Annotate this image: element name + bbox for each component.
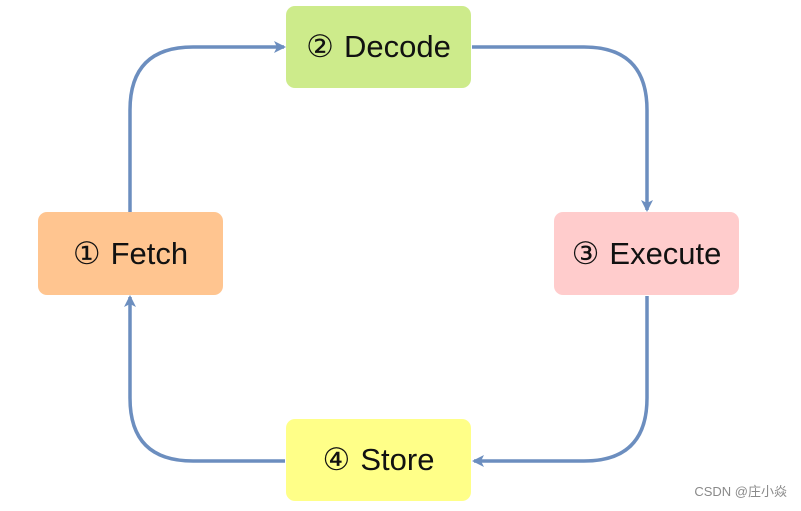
node-label-fetch: Fetch: [110, 235, 189, 271]
node-label-execute: Execute: [609, 235, 722, 271]
arrow-store-to-fetch: [124, 295, 285, 463]
node-execute: ③ Execute: [554, 212, 739, 295]
watermark-text: CSDN @庄小焱: [694, 484, 787, 499]
node-label-store: Store: [360, 442, 435, 477]
node-label-decode: Decode: [343, 29, 451, 64]
node-fetch: ① Fetch: [38, 212, 223, 295]
node-store: ④ Store: [286, 419, 471, 501]
arrow-decode-to-execute: [472, 45, 653, 212]
step-number-execute: ③: [571, 235, 600, 271]
step-number-fetch: ①: [72, 235, 101, 271]
step-number-store: ④: [322, 442, 351, 477]
node-decode: ② Decode: [286, 6, 471, 88]
arrow-execute-to-store: [472, 296, 649, 467]
arrow-fetch-to-decode: [128, 41, 286, 212]
step-number-decode: ②: [306, 29, 334, 64]
